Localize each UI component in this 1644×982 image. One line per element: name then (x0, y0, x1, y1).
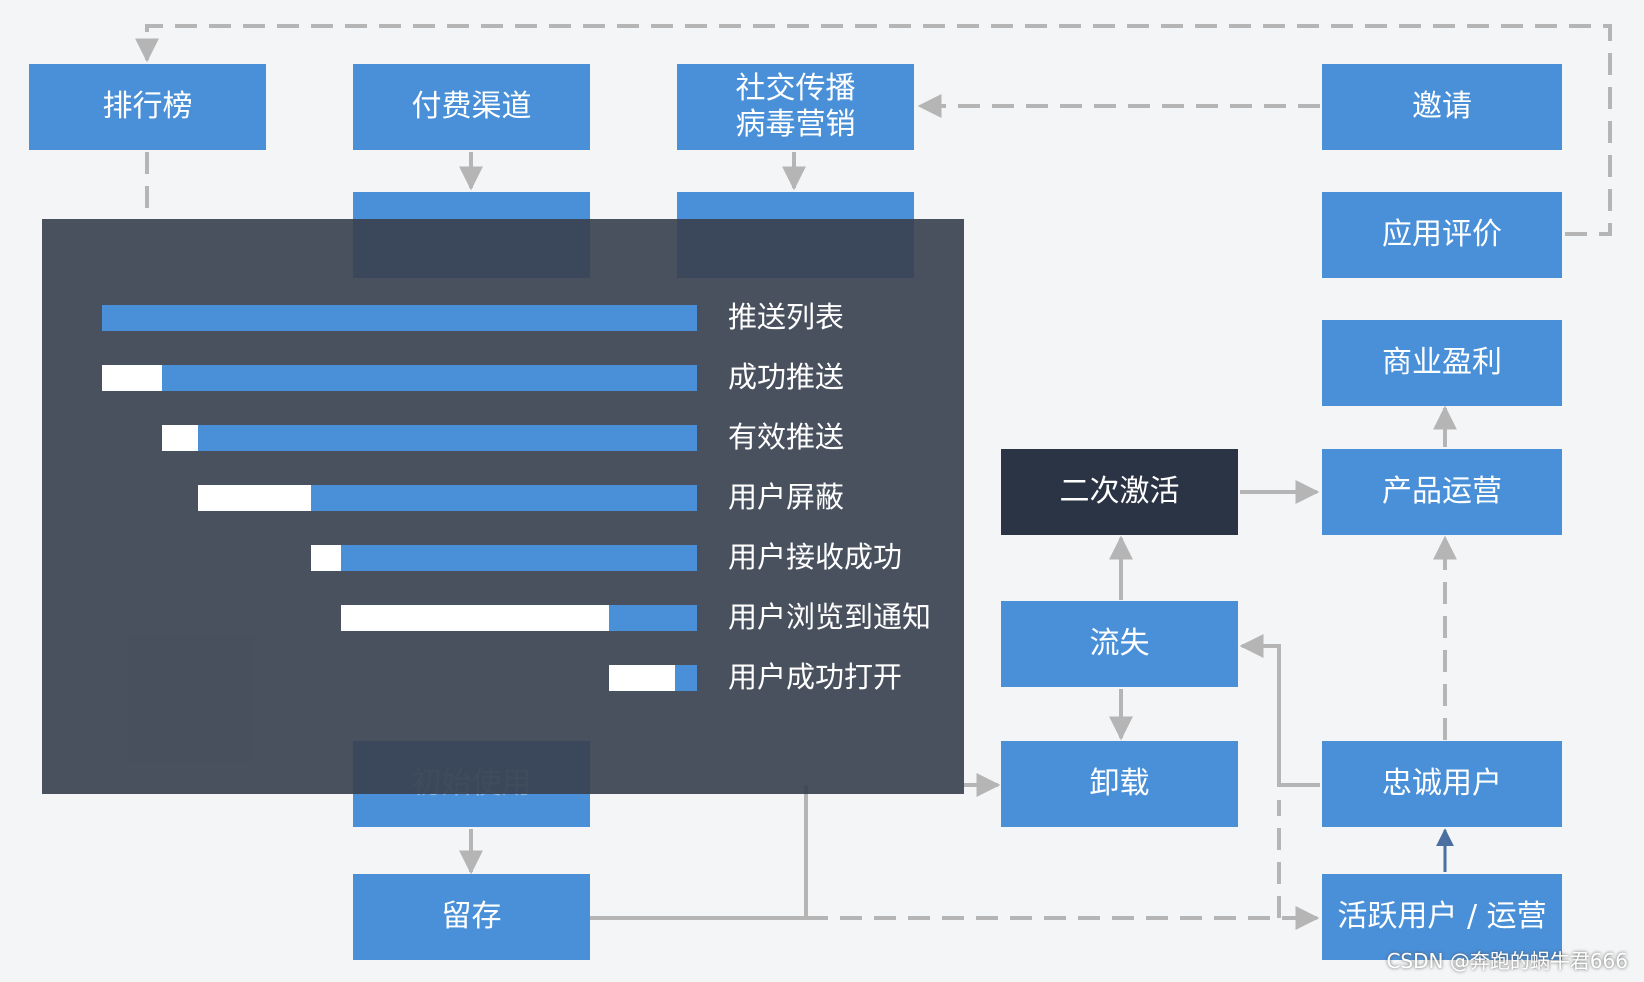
reactivation-box: 二次激活 (1001, 449, 1238, 535)
funnel-row-3: 用户屏蔽 (42, 480, 964, 514)
app-review-box: 应用评价 (1322, 192, 1562, 278)
funnel-row-2: 有效推送 (42, 420, 964, 454)
social-spread-label-2: 病毒营销 (735, 107, 856, 142)
funnel-bar-1 (162, 365, 697, 391)
funnel-white-6 (609, 665, 675, 691)
funnel-bar-6 (675, 665, 697, 691)
retention-box: 留存 (353, 874, 590, 960)
funnel-row-4: 用户接收成功 (42, 540, 964, 574)
leaderboard-box: 排行榜 (29, 64, 266, 150)
push-funnel-overlay: 推送列表 成功推送 有效推送 用户屏蔽 用户接收成功 用户浏览到通知 用户成功打… (42, 219, 964, 794)
funnel-row-1: 成功推送 (42, 360, 964, 394)
invite-box: 邀请 (1322, 64, 1562, 150)
leaderboard-label: 排行榜 (102, 89, 193, 124)
funnel-label-1: 成功推送 (728, 360, 845, 394)
churn-label: 流失 (1089, 626, 1150, 661)
funnel-white-2 (162, 425, 198, 451)
active-users-box: 活跃用户 / 运营 (1322, 874, 1562, 960)
app-review-label: 应用评价 (1382, 217, 1502, 252)
reactivation-label: 二次激活 (1059, 474, 1180, 509)
uninstall-box: 卸载 (1001, 741, 1238, 827)
funnel-white-4 (311, 545, 341, 571)
funnel-white-5 (341, 605, 609, 631)
commercial-profit-box: 商业盈利 (1322, 320, 1562, 406)
product-ops-box: 产品运营 (1322, 449, 1562, 535)
funnel-bar-2 (198, 425, 697, 451)
arrow-review-to-leaderboard (135, 24, 1612, 236)
social-spread-box: 社交传播 病毒营销 (677, 64, 914, 150)
funnel-label-3: 用户屏蔽 (728, 480, 845, 514)
funnel-row-0: 推送列表 (42, 300, 964, 334)
product-ops-label: 产品运营 (1382, 474, 1502, 509)
funnel-label-5: 用户浏览到通知 (728, 600, 932, 634)
funnel-row-6: 用户成功打开 (42, 660, 964, 694)
funnel-bar-4 (341, 545, 697, 571)
line-retention-to-active (590, 785, 808, 920)
loyal-users-label: 忠诚用户 (1382, 766, 1502, 801)
active-users-label: 活跃用户 / 运营 (1337, 899, 1547, 934)
paid-channel-box: 付费渠道 (353, 64, 590, 150)
funnel-bar-5 (609, 605, 697, 631)
uninstall-label: 卸载 (1089, 766, 1150, 801)
funnel-white-3 (198, 485, 311, 511)
loyal-users-box: 忠诚用户 (1322, 741, 1562, 827)
funnel-bar-3 (311, 485, 697, 511)
funnel-label-2: 有效推送 (728, 420, 845, 454)
invite-label: 邀请 (1412, 89, 1472, 124)
paid-channel-label: 付费渠道 (411, 89, 532, 124)
funnel-label-6: 用户成功打开 (728, 660, 903, 694)
funnel-label-0: 推送列表 (728, 300, 845, 334)
funnel-bar-0 (102, 305, 697, 331)
funnel-label-4: 用户接收成功 (728, 540, 903, 574)
commercial-profit-label: 商业盈利 (1382, 345, 1502, 380)
social-spread-label-1: 社交传播 (735, 71, 856, 106)
funnel-row-5: 用户浏览到通知 (42, 600, 964, 634)
csdn-watermark: CSDN @奔跑的蜗牛君666 (1386, 949, 1628, 973)
retention-label: 留存 (441, 899, 502, 934)
churn-box: 流失 (1001, 601, 1238, 687)
arrow-loyal-to-churn (1239, 634, 1320, 787)
funnel-white-1 (102, 365, 162, 391)
